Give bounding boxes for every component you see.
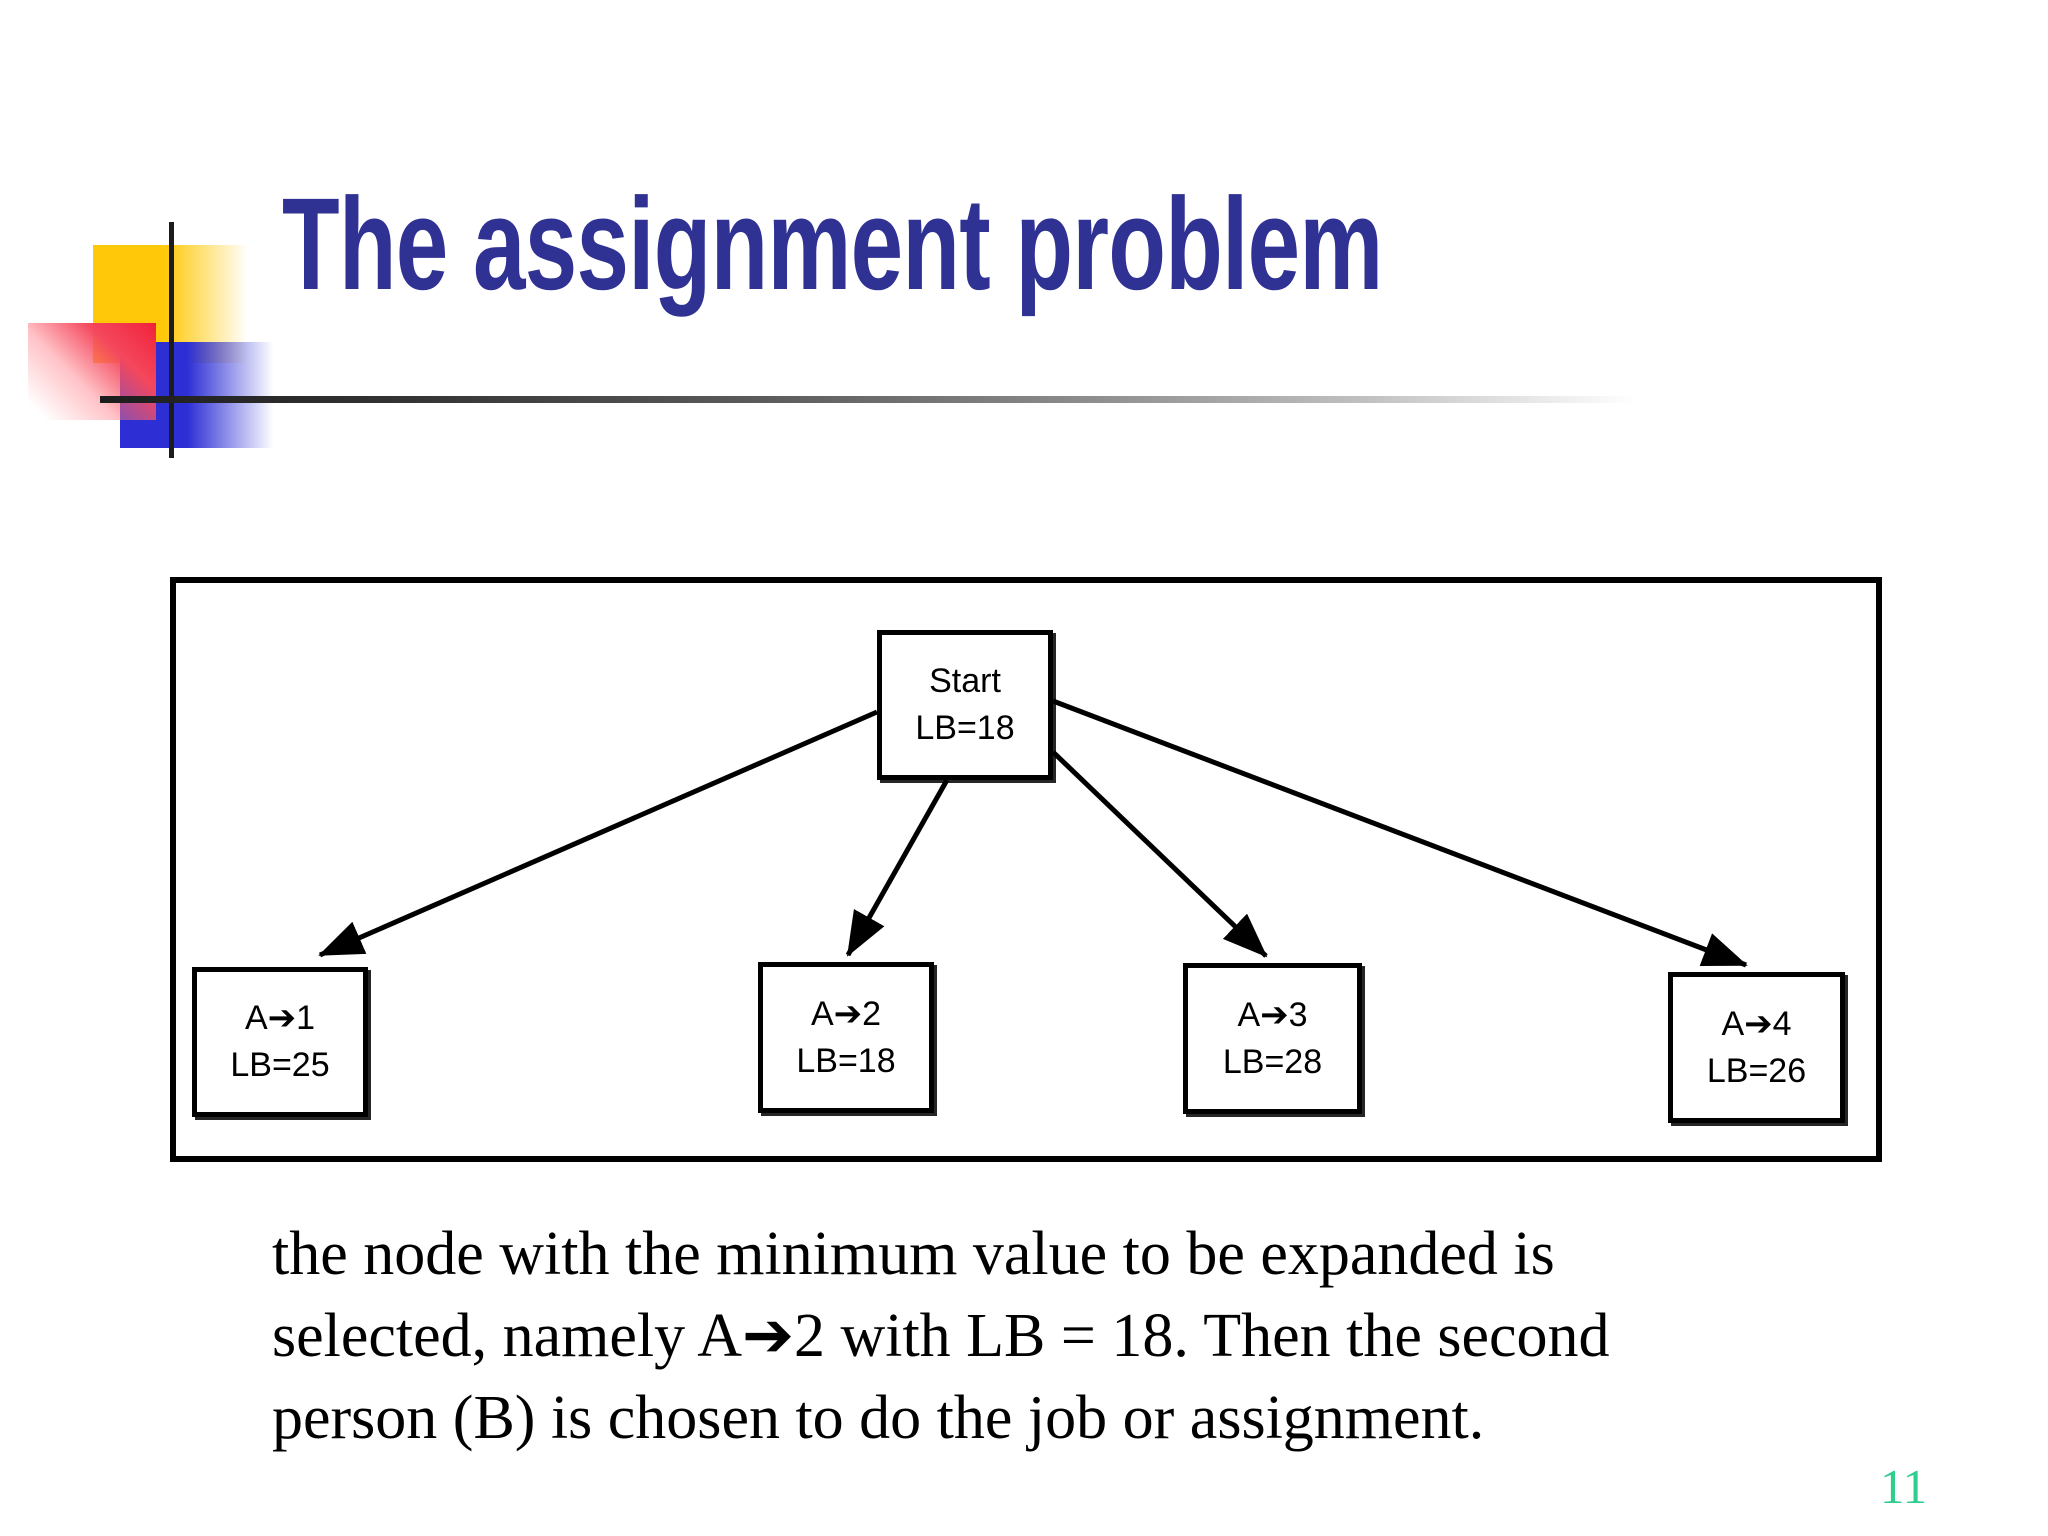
edge-start-to-a3 <box>1051 750 1268 958</box>
decor-vertical-line <box>169 222 174 458</box>
node-a2: A➔2 LB=18 <box>758 962 934 1113</box>
node-a3: A➔3 LB=28 <box>1183 963 1362 1114</box>
node-a2-bound: LB=18 <box>796 1041 896 1080</box>
node-a1: A➔1 LB=25 <box>192 967 368 1117</box>
node-a2-label: A➔2 <box>810 994 882 1033</box>
edge-start-to-a2 <box>845 778 950 957</box>
node-start: Start LB=18 <box>877 630 1053 780</box>
title-divider-line <box>100 396 1806 403</box>
body-line-2: selected, namely A➔2 with LB = 18. Then … <box>272 1302 1610 1370</box>
node-start-bound: LB=18 <box>915 709 1015 747</box>
edge-start-to-a4 <box>1052 698 1748 968</box>
node-a1-label: A➔1 <box>244 999 316 1037</box>
node-a4-bound: LB=26 <box>1706 1051 1807 1090</box>
decor-red-square <box>28 323 156 420</box>
diagram-box: Start LB=18 A➔1 LB=25 A➔2 LB=18 A➔3 LB=2… <box>170 577 1882 1162</box>
node-a1-bound: LB=25 <box>230 1046 330 1084</box>
node-a3-bound: LB=28 <box>1222 1042 1323 1081</box>
page-number: 11 <box>1880 1459 1928 1514</box>
edge-start-to-a1 <box>318 709 878 958</box>
body-line-3: person (B) is chosen to do the job or as… <box>272 1384 1485 1452</box>
node-start-label: Start <box>929 662 1001 700</box>
tree-edges-svg <box>170 577 1882 1162</box>
page-title: The assignment problem <box>282 170 1383 317</box>
node-a3-label: A➔3 <box>1237 995 1308 1034</box>
node-a4-label: A➔4 <box>1721 1004 1792 1043</box>
body-text: the node with the minimum value to be ex… <box>272 1213 1872 1459</box>
body-line-1: the node with the minimum value to be ex… <box>272 1220 1555 1288</box>
node-a4: A➔4 LB=26 <box>1668 972 1845 1123</box>
diagram-border <box>170 577 1882 1162</box>
